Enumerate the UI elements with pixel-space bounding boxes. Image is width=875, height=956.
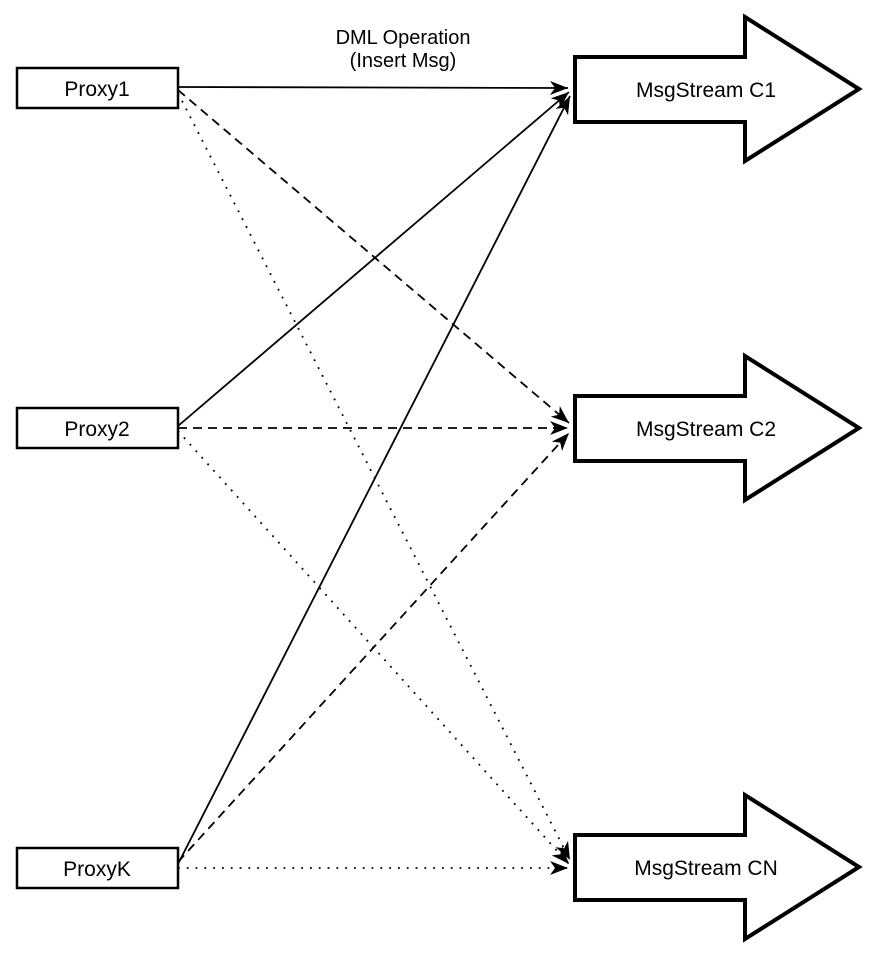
edges-dotted	[177, 92, 571, 875]
annotation-line2: (Insert Msg)	[350, 50, 457, 72]
msgstream-c1-label: MsgStream C1	[636, 79, 776, 102]
dml-operation-annotation: DML Operation (Insert Msg)	[336, 27, 471, 72]
edge-proxy1-to-c1	[177, 80, 569, 95]
annotation-line1: DML Operation	[336, 27, 471, 49]
proxy-node-2: Proxy2	[15, 406, 180, 450]
proxy1-label: Proxy1	[64, 78, 129, 101]
edge-proxy2-to-cn	[177, 430, 570, 865]
edges-solid	[177, 80, 571, 865]
proxy-node-1: Proxy1	[15, 66, 180, 110]
msgstream-cn-arrow-shape	[573, 791, 863, 943]
stream-node-c2: MsgStream C2	[573, 352, 863, 504]
stream-node-c1: MsgStream C1	[573, 13, 863, 165]
proxyk-label: ProxyK	[63, 858, 131, 881]
edge-proxy2-to-c1	[177, 91, 570, 427]
edge-proxy1-to-c2	[177, 89, 570, 424]
msgstream-c2-label: MsgStream C2	[636, 418, 776, 441]
proxy2-label: Proxy2	[64, 418, 129, 441]
msgstream-cn-label: MsgStream CN	[634, 857, 778, 880]
msgstream-c1-arrow-shape	[573, 13, 863, 165]
edge-proxy1-to-cn	[177, 92, 571, 861]
proxy2-box	[15, 406, 180, 450]
edges-dashed	[177, 89, 570, 863]
msgstream-c2-arrow-shape	[573, 352, 863, 504]
proxy1-box	[15, 66, 180, 110]
proxy-node-k: ProxyK	[15, 846, 180, 890]
stream-node-cn: MsgStream CN	[573, 791, 863, 943]
edge-proxyk-to-c1	[177, 95, 571, 865]
proxyk-box	[15, 846, 180, 890]
